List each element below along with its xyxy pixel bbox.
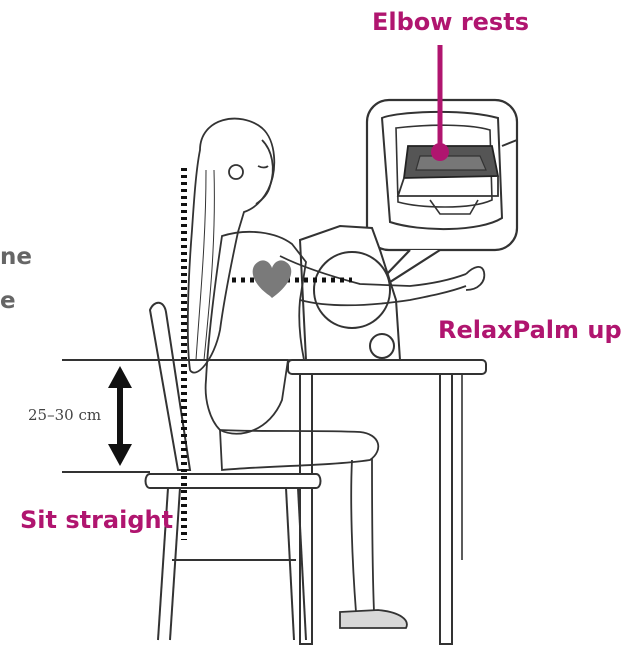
heart-icon [253, 260, 292, 298]
bp-monitor-button [370, 334, 394, 358]
person-torso [206, 232, 306, 434]
bp-monitor [300, 226, 400, 360]
label-relax-palm-up: RelaxPalm up [438, 318, 622, 342]
person-hand [466, 267, 484, 290]
chair [146, 303, 321, 640]
elbow-rests-dot [431, 143, 449, 161]
measure-arrow-up [108, 366, 132, 388]
table-leg-back [440, 374, 452, 644]
inset-elbow-pad-top [416, 156, 486, 170]
person-hair-strand-a [196, 170, 206, 360]
table [288, 360, 486, 644]
table-leg-front [300, 374, 312, 644]
measure-label: 25–30 cm [28, 408, 101, 423]
person-shoe [340, 610, 407, 628]
measure-arrow-down [108, 444, 132, 466]
person-ear [229, 165, 243, 179]
person-eye [258, 166, 268, 168]
person-shin-b [372, 458, 374, 612]
label-elbow-rests: Elbow rests [372, 10, 529, 34]
person-shin-a [351, 460, 356, 612]
bp-monitor-cuff-ring [314, 252, 390, 328]
elbow-rests-marker [431, 45, 449, 161]
table-top [288, 360, 486, 374]
chair-seat [146, 474, 321, 488]
cut-off-text-line-2: e [0, 290, 16, 313]
cut-off-text-line-1: ne [0, 246, 32, 269]
chair-leg-back [286, 488, 294, 640]
inset-edge-tick [502, 140, 517, 146]
label-sit-straight: Sit straight [20, 508, 173, 532]
person-hair [188, 119, 274, 373]
inset-elbow-pad-base [398, 176, 498, 196]
